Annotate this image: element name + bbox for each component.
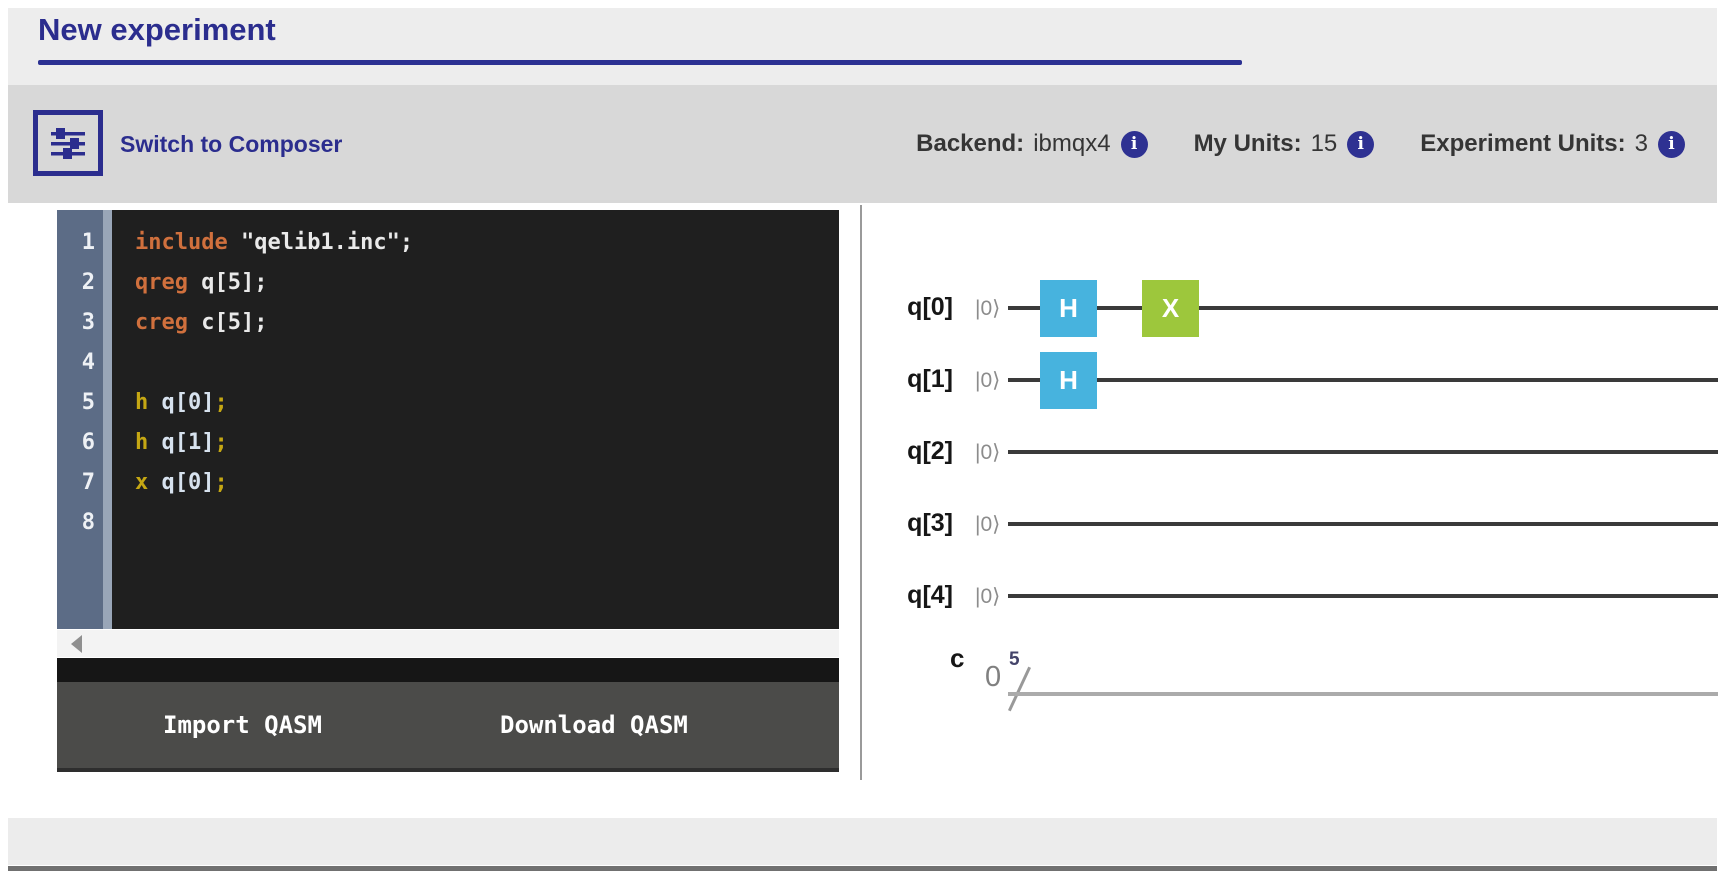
code-token: q[0] <box>148 389 215 415</box>
code-token: ; <box>214 429 228 455</box>
stat-value: 15 <box>1310 130 1338 157</box>
code-token: "qelib1.inc"; <box>227 229 414 255</box>
editor-line: 3 creg c[5]; <box>57 302 839 342</box>
info-icon[interactable]: i <box>1658 130 1685 158</box>
line-number: 8 <box>81 509 95 535</box>
qubit-initial-state: |0⟩ <box>975 297 1001 320</box>
qubit-wire-1 <box>1008 378 1718 382</box>
code-token: ; <box>214 469 228 495</box>
line-number: 1 <box>81 229 95 255</box>
gate-h-q0[interactable]: H <box>1040 279 1097 337</box>
classical-wire-slash <box>1007 666 1032 712</box>
qubit-initial-state: |0⟩ <box>975 441 1001 464</box>
qubit-wire-4 <box>1008 594 1718 598</box>
qubit-label-0: q[0] <box>907 293 953 321</box>
editor-line: 7 x q[0]; <box>57 462 839 502</box>
line-number: 5 <box>81 389 95 415</box>
code-token: c[5]; <box>187 309 268 335</box>
line-number: 3 <box>81 309 95 335</box>
stat-value: ibmqx4 <box>1033 130 1111 157</box>
gate-x-q0[interactable]: X <box>1142 279 1199 337</box>
code-token: qreg <box>135 269 188 295</box>
line-code: x q[0]; <box>135 470 228 495</box>
code-token: h <box>135 429 149 455</box>
editor-lines: 1 include "qelib1.inc"; 2 qreg q[5]; 3 creg c… <box>57 222 839 542</box>
scroll-left-arrow-icon[interactable] <box>71 635 82 653</box>
line-number: 7 <box>81 469 95 495</box>
editor-horizontal-scrollbar[interactable] <box>57 630 839 657</box>
line-number: 4 <box>81 349 95 375</box>
info-icon[interactable]: i <box>1120 130 1148 158</box>
classical-wire <box>1008 692 1718 696</box>
code-token: h <box>135 389 149 415</box>
editor-line: 1 include "qelib1.inc"; <box>57 222 839 262</box>
qubit-wire-3 <box>1008 522 1718 526</box>
code-token: creg <box>135 309 188 335</box>
editor-gutter-strip <box>103 210 112 629</box>
stat-label: Experiment Units: <box>1420 130 1626 157</box>
qubit-label-2: q[2] <box>907 437 953 465</box>
page-header: New experiment <box>8 8 1717 85</box>
classical-register-label: c <box>950 643 965 673</box>
qubit-initial-state: |0⟩ <box>975 369 1001 392</box>
qasm-actions-bar: Import QASM Download QASM <box>57 682 839 772</box>
editor-line: 8 <box>57 502 839 542</box>
editor-line: 2 qreg q[5]; <box>57 262 839 302</box>
line-code: include "qelib1.inc"; <box>135 230 413 255</box>
editor-bottom-bar <box>57 658 839 682</box>
info-icon[interactable]: i <box>1347 130 1375 158</box>
code-token: q[0] <box>148 469 215 495</box>
editor-line: 4 <box>57 342 839 382</box>
qubit-wire-0 <box>1008 306 1718 310</box>
qubit-initial-state: |0⟩ <box>975 585 1001 608</box>
qubit-wire-2 <box>1008 450 1718 454</box>
qubit-label-4: q[4] <box>907 581 953 609</box>
line-code: h q[1]; <box>135 430 228 455</box>
import-qasm-button[interactable]: Import QASM <box>157 682 328 768</box>
stat-value: 3 <box>1634 130 1648 157</box>
line-code: qreg q[5]; <box>135 270 267 295</box>
gate-h-q1[interactable]: H <box>1040 351 1097 409</box>
switch-to-composer-button[interactable] <box>33 110 103 176</box>
stat-group-1: My Units: 15 i <box>1194 130 1375 158</box>
qasm-editor[interactable]: 1 include "qelib1.inc"; 2 qreg q[5]; 3 creg c… <box>57 210 839 629</box>
stat-label: My Units: <box>1193 130 1302 157</box>
footer-strip <box>8 818 1717 865</box>
stat-group-0: Backend: ibmqx4 i <box>916 130 1148 158</box>
classical-register-bit: 0 <box>985 661 1002 693</box>
line-number: 2 <box>81 269 95 295</box>
window-bottom-edge <box>8 866 1717 871</box>
line-number: 6 <box>81 429 95 455</box>
editor-line: 6 h q[1]; <box>57 422 839 462</box>
classical-register-size: 5 <box>1009 649 1020 670</box>
stat-label: Backend: <box>916 130 1025 157</box>
line-code: creg c[5]; <box>135 310 267 335</box>
code-token: q[5]; <box>187 269 268 295</box>
switch-to-composer-label[interactable]: Switch to Composer <box>120 130 343 157</box>
code-token: q[1] <box>148 429 215 455</box>
sliders-icon <box>51 128 85 159</box>
editor-line-number-gutter <box>57 210 103 629</box>
code-token: include <box>135 229 228 255</box>
panel-divider <box>860 205 862 780</box>
title-underline <box>38 60 1242 65</box>
qubit-label-3: q[3] <box>907 509 953 537</box>
download-qasm-button[interactable]: Download QASM <box>494 682 694 768</box>
editor-line: 5 h q[0]; <box>57 382 839 422</box>
line-code: h q[0]; <box>135 390 228 415</box>
qubit-label-1: q[1] <box>907 365 953 393</box>
qubit-initial-state: |0⟩ <box>975 513 1001 536</box>
code-token: ; <box>214 389 228 415</box>
code-token: x <box>135 469 149 495</box>
main-content: 1 include "qelib1.inc"; 2 qreg q[5]; 3 creg c… <box>8 203 1718 818</box>
page-title: New experiment <box>38 12 276 47</box>
